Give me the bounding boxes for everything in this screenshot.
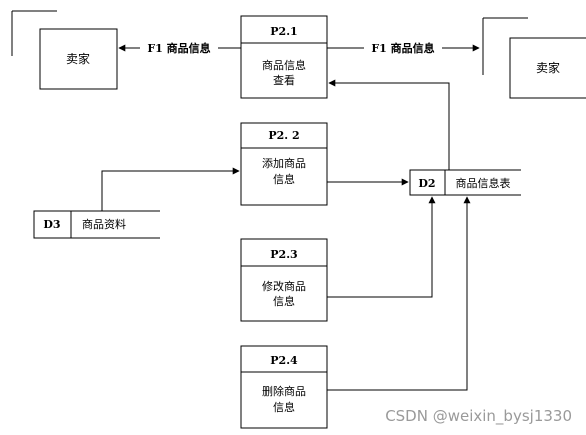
process-name-line-2: 信息 [273, 400, 295, 414]
store-id: D3 [43, 218, 60, 231]
process-id: P2.3 [270, 248, 297, 261]
entity-shadow-lines [482, 17, 528, 75]
store-name: 商品资料 [82, 217, 126, 231]
store-outline [33, 210, 160, 239]
process-id: P2.1 [270, 25, 297, 38]
entity-label: 卖家 [536, 60, 560, 75]
process-p2-1: P2.1 商品信息 查看 [240, 15, 328, 99]
flow-label-bg [364, 40, 442, 56]
process-name-line-1: 商品信息 [262, 58, 306, 72]
store-outline [409, 169, 521, 196]
process-id: P2.4 [270, 354, 298, 367]
store-id: D2 [418, 177, 435, 190]
process-box [240, 15, 328, 99]
flow-label: F1 商品信息 [147, 41, 210, 55]
entity-shadow-lines [11, 10, 57, 56]
process-name-line-1: 添加商品 [262, 156, 306, 170]
process-box [240, 122, 328, 206]
external-entity-seller-left: 卖家 [11, 10, 118, 90]
process-p2-3: P2.3 修改商品 信息 [240, 238, 328, 322]
data-store-d3: D3 商品资料 [33, 210, 160, 239]
process-box [240, 345, 328, 429]
flow-p2-3-to-d2 [327, 196, 436, 298]
process-p2-4: P2.4 删除商品 信息 [240, 345, 328, 429]
process-name-line-1: 删除商品 [262, 384, 306, 398]
entity-box [39, 28, 118, 90]
flow-d2-to-p2-1 [328, 79, 450, 170]
flow-p2-4-to-d2 [327, 196, 471, 391]
entity-label: 卖家 [66, 51, 90, 66]
process-name-line-2: 查看 [273, 73, 295, 87]
process-name-line-1: 修改商品 [262, 279, 306, 293]
entity-box [509, 37, 586, 99]
data-store-d2: D2 商品信息表 [409, 169, 521, 196]
process-name-line-2: 信息 [273, 294, 295, 308]
process-id: P2. 2 [268, 129, 299, 142]
store-name: 商品信息表 [456, 176, 511, 190]
process-p2-2: P2. 2 添加商品 信息 [240, 122, 328, 206]
flow-p2-1-to-seller-right: F1 商品信息 [327, 40, 480, 56]
flow-label-bg [140, 40, 218, 56]
flow-label: F1 商品信息 [371, 41, 434, 55]
flow-p2-1-to-seller-left: F1 商品信息 [118, 40, 241, 56]
flow-d3-to-p2-2 [101, 167, 240, 211]
watermark-text: CSDN @weixin_bysj1330 [385, 407, 572, 426]
external-entity-seller-right: 卖家 [482, 17, 586, 99]
process-box [240, 238, 328, 322]
process-name-line-2: 信息 [273, 172, 295, 186]
